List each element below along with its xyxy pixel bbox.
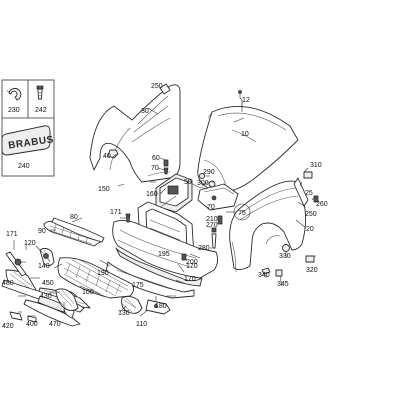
callout-40: 40 <box>103 153 111 160</box>
callout-200: 200 <box>186 259 198 266</box>
callout-20: 20 <box>306 226 314 233</box>
screw-242-icon[interactable] <box>36 85 44 100</box>
callout-170-upper: 170 <box>186 263 198 270</box>
callout-400: 400 <box>26 321 38 328</box>
lower-mesh-470[interactable] <box>55 288 79 311</box>
clip-200-icon[interactable] <box>181 253 187 261</box>
callout-242: 242 <box>35 107 47 114</box>
screw-270-icon[interactable] <box>211 227 217 233</box>
screw-60-icon[interactable] <box>163 159 169 167</box>
callout-30: 30 <box>141 108 149 115</box>
leader-lines <box>13 102 316 317</box>
clip-40-icon[interactable] <box>107 149 119 159</box>
bracket-250-icon[interactable] <box>159 83 171 95</box>
inset-panel: BRABUS <box>1 79 54 177</box>
clip-345-icon[interactable] <box>275 269 283 277</box>
mounting-bracket-400[interactable] <box>9 311 37 323</box>
front-module-frame[interactable] <box>155 173 239 213</box>
callout-70-lower: 70 <box>207 204 215 211</box>
callout-130: 130 <box>118 310 130 317</box>
grommet-330-icon[interactable] <box>282 244 290 252</box>
callout-120: 120 <box>24 240 36 247</box>
callout-270: 270 <box>206 222 218 229</box>
side-grille-130[interactable] <box>121 295 143 314</box>
screw-260-icon[interactable] <box>313 195 319 203</box>
brabus-badge-icon[interactable]: BRABUS <box>1 125 54 156</box>
callout-310: 310 <box>310 162 322 169</box>
nut-290-icon[interactable] <box>208 180 216 188</box>
callout-240: 240 <box>18 163 30 170</box>
callout-10: 10 <box>241 131 249 138</box>
callout-250-top: 250 <box>151 83 163 90</box>
hood[interactable] <box>197 106 299 193</box>
callout-420: 420 <box>2 323 14 330</box>
callout-70-upper: 70 <box>151 165 159 172</box>
callout-470: 470 <box>49 321 61 328</box>
callout-160: 160 <box>146 191 158 198</box>
screw-210-icon[interactable] <box>217 215 223 225</box>
callout-280: 280 <box>198 245 210 252</box>
callout-190: 190 <box>97 270 109 277</box>
callout-450: 450 <box>42 280 54 287</box>
callout-345: 345 <box>277 281 289 288</box>
callout-171-right: 171 <box>110 209 122 216</box>
callout-210: 210 <box>206 216 218 223</box>
callout-170-lower: 170 <box>184 276 196 283</box>
upper-mesh-grille[interactable] <box>43 220 101 247</box>
callout-180: 180 <box>155 303 167 310</box>
center-mesh-grille[interactable] <box>57 257 135 299</box>
trim-strip-80[interactable] <box>51 217 105 243</box>
callout-75: 75 <box>238 210 246 217</box>
callout-340: 340 <box>258 272 270 279</box>
callout-300: 300 <box>197 180 209 187</box>
callout-60: 60 <box>152 155 160 162</box>
clip-150-icon[interactable] <box>117 183 125 187</box>
callout-110: 110 <box>136 321 147 328</box>
bumper-cover[interactable] <box>112 219 219 287</box>
left-fender[interactable] <box>89 84 181 183</box>
callout-80: 80 <box>70 214 78 221</box>
callout-175: 175 <box>132 282 144 289</box>
callout-90: 90 <box>38 228 46 235</box>
callout-480: 480 <box>2 280 14 287</box>
callout-171-left: 171 <box>6 231 18 238</box>
clip-320-icon[interactable] <box>305 255 315 263</box>
callout-260: 260 <box>316 201 328 208</box>
callout-230: 230 <box>8 107 20 114</box>
callout-150: 150 <box>98 186 110 193</box>
bracket-180[interactable] <box>145 299 171 315</box>
clip-340-icon[interactable] <box>261 267 271 275</box>
clip-310-icon[interactable] <box>303 171 313 179</box>
right-fender[interactable] <box>229 180 307 273</box>
callout-330: 330 <box>279 253 291 260</box>
callout-numbers: 240 230 242 250 30 40 60 70 150 160 50 1… <box>2 83 328 330</box>
screw-280-icon[interactable] <box>211 233 217 249</box>
callout-290: 290 <box>203 169 215 176</box>
screw-70a-icon[interactable] <box>163 167 169 175</box>
callout-50: 50 <box>184 179 192 186</box>
screw-171b-icon[interactable] <box>125 213 131 223</box>
callout-195: 195 <box>158 251 170 258</box>
callout-430: 430 <box>40 293 52 300</box>
callout-250-right: 250 <box>305 211 317 218</box>
callout-140: 140 <box>38 263 50 270</box>
callout-100: 100 <box>82 289 94 296</box>
callout-12: 12 <box>242 97 250 104</box>
fog-lamp-120-icon[interactable] <box>43 253 49 259</box>
callout-25: 25 <box>305 190 313 197</box>
callout-320: 320 <box>306 267 318 274</box>
clip-230-icon[interactable] <box>6 87 22 101</box>
